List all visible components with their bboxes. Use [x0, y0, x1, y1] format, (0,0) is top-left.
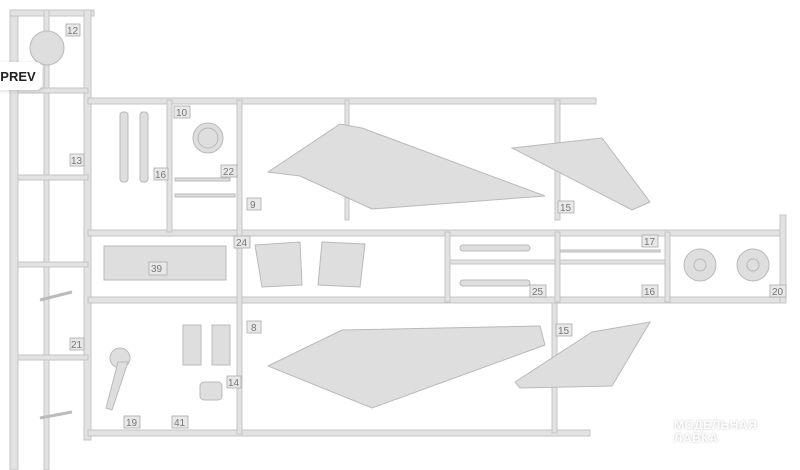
part-label: 41 — [174, 418, 186, 429]
watermark-line-2: ЛАВКА — [674, 431, 719, 445]
part-label: 21 — [71, 340, 83, 351]
plastic-parts — [29, 30, 770, 420]
part-label: 15 — [558, 326, 570, 337]
part-label: 15 — [560, 203, 572, 214]
part-label: 25 — [532, 287, 544, 298]
part-label: 8 — [251, 323, 257, 334]
part-label: 14 — [228, 378, 240, 389]
part-label: 17 — [644, 237, 656, 248]
part-label: 22 — [223, 167, 235, 178]
part-label: 39 — [151, 264, 163, 275]
part-label: 16 — [155, 170, 167, 181]
part-label: 13 — [71, 156, 83, 167]
part-label: 24 — [236, 238, 248, 249]
part-label: 10 — [176, 108, 188, 119]
part-label: 20 — [772, 287, 784, 298]
part-label: 12 — [67, 26, 79, 37]
part-label: 9 — [250, 200, 256, 211]
sprue-frame — [9, 9, 787, 470]
part-number-labels: 12 13 21 10 16 22 9 24 39 8 14 19 41 15 … — [65, 23, 787, 429]
watermark: МОДЕЛЬНАЯ ЛАВКА — [640, 418, 757, 446]
watermark-logo-icon — [641, 420, 667, 445]
watermark-line-1: МОДЕЛЬНАЯ — [674, 418, 758, 432]
prev-button[interactable]: PREV — [0, 62, 42, 90]
part-label: 19 — [126, 418, 138, 429]
part-label: 16 — [644, 287, 656, 298]
